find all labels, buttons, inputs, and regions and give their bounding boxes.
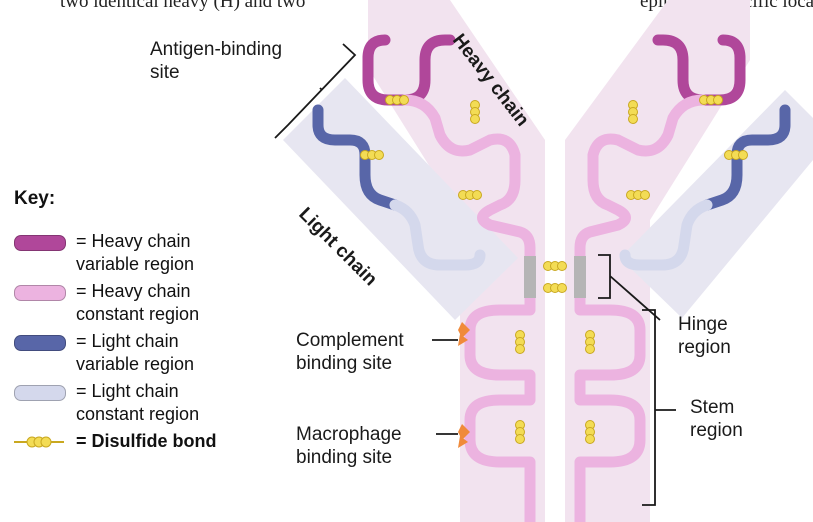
disulfide-bond: [586, 421, 595, 444]
key-item-heavy-variable: = Heavy chain variable region: [14, 230, 274, 280]
hinge-region-label: Hinge: [678, 314, 728, 335]
disulfide-bond: [459, 191, 482, 200]
right-hinge-segment: [574, 256, 586, 298]
light-variable-swatch: [14, 335, 66, 351]
key-item-line1: = Light chain: [76, 380, 199, 403]
disulfide-bond: [471, 101, 480, 124]
macrophage-binding-label: Macrophage: [296, 424, 402, 445]
key-item-line1: = Heavy chain: [76, 230, 194, 253]
hinge-region-marks: [524, 256, 586, 298]
antigen-binding-label: Antigen-binding: [150, 39, 282, 60]
key-item-line2: variable region: [76, 353, 194, 376]
key-item-heavy-constant: = Heavy chain constant region: [14, 280, 274, 330]
key-item-line1: = Disulfide bond: [76, 430, 217, 453]
key-item-light-variable: = Light chain variable region: [14, 330, 274, 380]
key-item-line1: = Heavy chain: [76, 280, 199, 303]
light-constant-swatch: [14, 385, 66, 401]
macrophage-binding-label-line2: binding site: [296, 447, 392, 468]
hinge-bond-lower: [544, 284, 567, 293]
complement-binding-label: Complement: [296, 330, 404, 351]
key-item-text: = Light chain constant region: [76, 380, 199, 426]
disulfide-bond: [361, 151, 384, 160]
hinge-bond-upper: [544, 262, 567, 271]
antigen-binding-label-line2: site: [150, 62, 180, 83]
key-item-text: = Heavy chain constant region: [76, 280, 199, 326]
left-hinge-segment: [524, 256, 536, 298]
disulfide-bond: [586, 331, 595, 354]
heavy-variable-swatch: [14, 235, 66, 251]
key-item-line1: = Light chain: [76, 330, 194, 353]
key-item-line2: constant region: [76, 303, 199, 326]
complement-binding-label-line2: binding site: [296, 353, 392, 374]
key-item-light-constant: = Light chain constant region: [14, 380, 274, 430]
disulfide-bond-swatch: [14, 433, 64, 451]
disulfide-bond: [700, 96, 723, 105]
key-item-disulfide-bond: = Disulfide bond: [14, 430, 274, 480]
stem-region-label-line2: region: [690, 420, 743, 441]
key-item-text: = Disulfide bond: [76, 430, 217, 453]
disulfide-bond: [386, 96, 409, 105]
disulfide-bond: [629, 101, 638, 124]
disulfide-bond: [516, 331, 525, 354]
heavy-constant-swatch: [14, 285, 66, 301]
disulfide-bond: [725, 151, 748, 160]
key-item-line2: variable region: [76, 253, 194, 276]
key-item-line2: constant region: [76, 403, 199, 426]
key-item-text: = Heavy chain variable region: [76, 230, 194, 276]
key-title: Key:: [14, 188, 55, 210]
disulfide-bond: [627, 191, 650, 200]
hinge-region-label-line2: region: [678, 337, 731, 358]
stem-region-label: Stem: [690, 397, 734, 418]
key-item-text: = Light chain variable region: [76, 330, 194, 376]
disulfide-bond: [516, 421, 525, 444]
